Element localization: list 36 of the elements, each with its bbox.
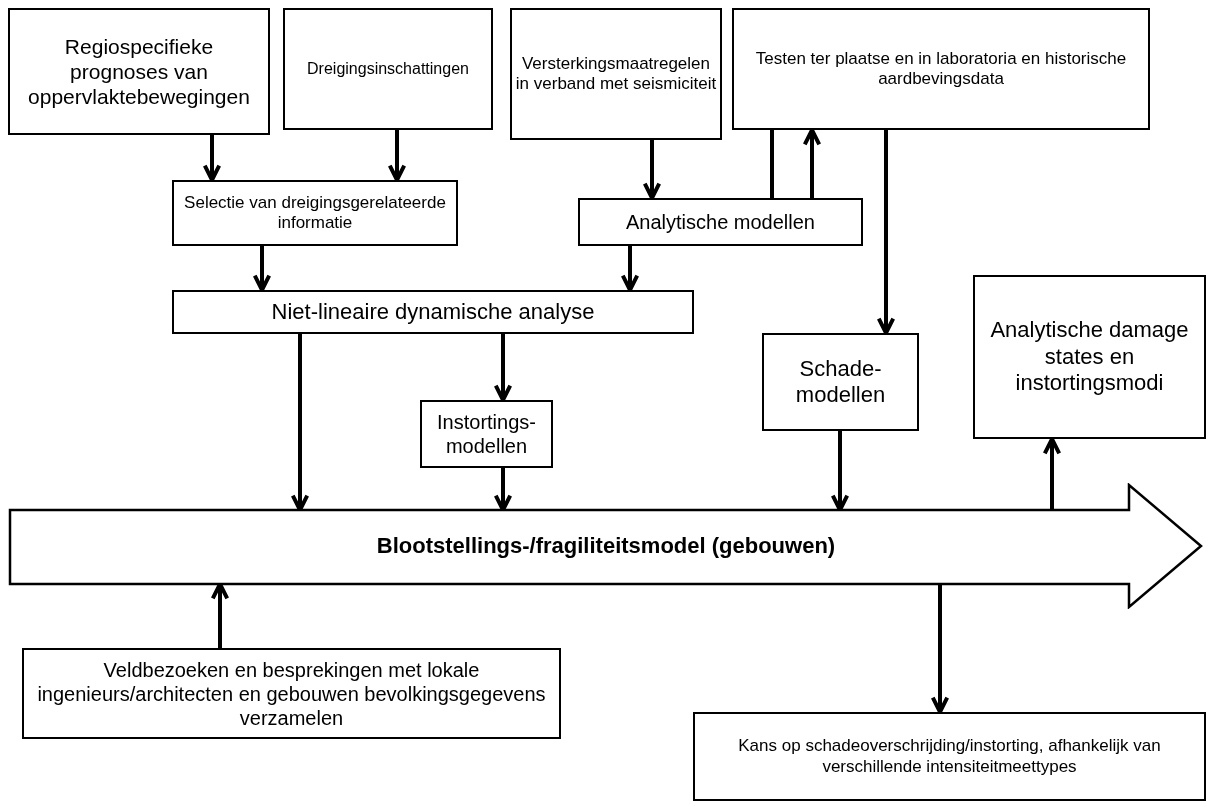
box-text: Veldbezoeken en besprekingen met lokale ingenieurs/architecten en gebouwen bevolkingsgegevens verzamelen (36, 657, 547, 730)
arrow (493, 334, 513, 402)
process-box (762, 333, 919, 431)
box-text: Niet-lineaire dynamische analyse (270, 298, 596, 326)
process-box (693, 712, 1206, 801)
process-box (510, 8, 722, 140)
box-text: Versterkingsmaatregelen in verband met seismiciteit (514, 53, 718, 95)
box-text: Kans op schadeoverschrijding/instorting, afhankelijk van verschillende intensiteitmeettypes (737, 736, 1162, 777)
arrow (202, 135, 222, 182)
box-text: Analytische modellen (625, 210, 816, 234)
process-box (578, 198, 863, 246)
process-box (172, 180, 458, 246)
process-box (22, 648, 561, 739)
process-box (8, 8, 270, 135)
process-box (420, 400, 553, 468)
process-box (973, 275, 1206, 439)
process-box (172, 290, 694, 334)
arrow (387, 130, 407, 182)
arrow (930, 584, 950, 714)
arrow (802, 128, 822, 198)
arrow (1042, 437, 1062, 510)
box-text: Instortings-modellen (436, 410, 537, 458)
box-text: Selectie van dreigingsgerelateerde informatie (183, 192, 447, 234)
process-box (283, 8, 493, 130)
arrow (642, 140, 662, 200)
box-text: Blootstellings-/fragiliteitsmodel (gebouwen) (375, 532, 837, 560)
arrow-shape (8, 483, 1204, 609)
box-text: Dreigingsinschattingen (306, 59, 470, 79)
arrow (252, 246, 272, 292)
box-text: Testen ter plaatse en in laboratoria en historische aardbevingsdata (754, 48, 1128, 90)
arrow (620, 246, 640, 292)
box-text: Schade-modellen (794, 355, 887, 409)
arrow (876, 130, 896, 335)
process-box (732, 8, 1150, 130)
box-text: Analytische damage states en instortingsmodi (989, 317, 1190, 397)
box-text: Regiospecifieke prognoses van oppervlaktebewegingen (27, 33, 251, 110)
